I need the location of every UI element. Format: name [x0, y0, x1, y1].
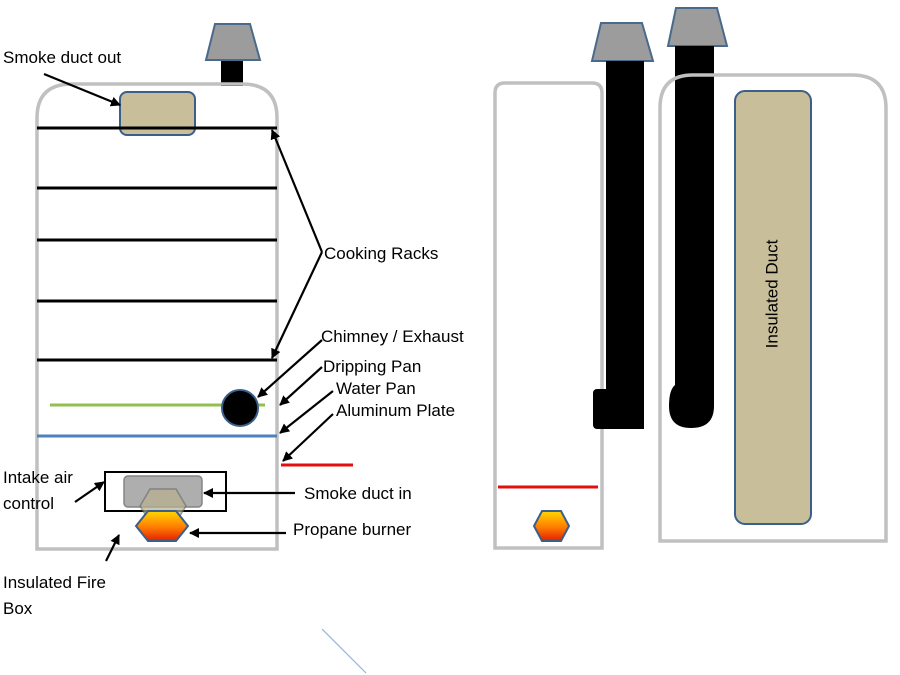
arrow-cooking-racks-lower — [271, 251, 323, 359]
arrow-smoke-duct-out — [43, 72, 121, 107]
side-burner-flame-icon — [532, 510, 571, 542]
propane-burner-flame-icon — [134, 510, 190, 542]
side-chimney-left — [606, 61, 644, 429]
side-chimney-cap-right-icon — [666, 7, 729, 47]
label-intake-air-control-line1: Intake air — [3, 468, 73, 487]
label-chimney-exhaust: Chimney / Exhaust — [321, 327, 464, 346]
label-smoke-duct-in: Smoke duct in — [304, 484, 412, 503]
label-insulated-fire-box-line1: Insulated Fire — [3, 573, 106, 592]
label-water-pan: Water Pan — [336, 379, 416, 398]
label-propane-burner: Propane burner — [293, 520, 411, 539]
insulated-duct — [734, 90, 812, 525]
arrow-intake-air-control — [74, 481, 105, 503]
chimney-exhaust-opening-icon — [221, 389, 259, 427]
arrow-dripping-pan — [279, 366, 323, 406]
side-chimney-right — [669, 46, 714, 428]
top-chimney-cap-icon — [204, 23, 262, 61]
label-insulated-duct: Insulated Duct — [762, 239, 781, 348]
arrow-chimney-exhaust — [257, 339, 323, 398]
top-chimney-stem — [221, 60, 243, 86]
arrow-water-pan — [279, 390, 334, 434]
smoker-front-view: Smoke duct out Cooking Racks Chimney / E… — [3, 23, 464, 618]
stray-line — [321, 628, 367, 674]
smoker-cabinet-outline — [35, 82, 279, 551]
arrow-aluminum-plate — [282, 413, 334, 462]
side-cabinet-outline — [658, 73, 888, 543]
side-chimney-cap-left-icon — [590, 22, 655, 62]
label-cooking-racks: Cooking Racks — [324, 244, 438, 263]
smoke-duct-out-box — [119, 91, 196, 136]
label-intake-air-control-line2: control — [3, 494, 54, 513]
label-smoke-duct-out: Smoke duct out — [3, 48, 121, 67]
smoker-side-view: Insulated Duct — [493, 7, 888, 550]
label-dripping-pan: Dripping Pan — [323, 357, 421, 376]
side-chimney-left-foot — [593, 389, 623, 429]
arrow-insulated-fire-box — [105, 534, 120, 562]
label-insulated-fire-box-line2: Box — [3, 599, 33, 618]
label-aluminum-plate: Aluminum Plate — [336, 401, 455, 420]
arrow-cooking-racks-upper — [270, 129, 324, 253]
side-fire-box-outline — [493, 81, 604, 550]
